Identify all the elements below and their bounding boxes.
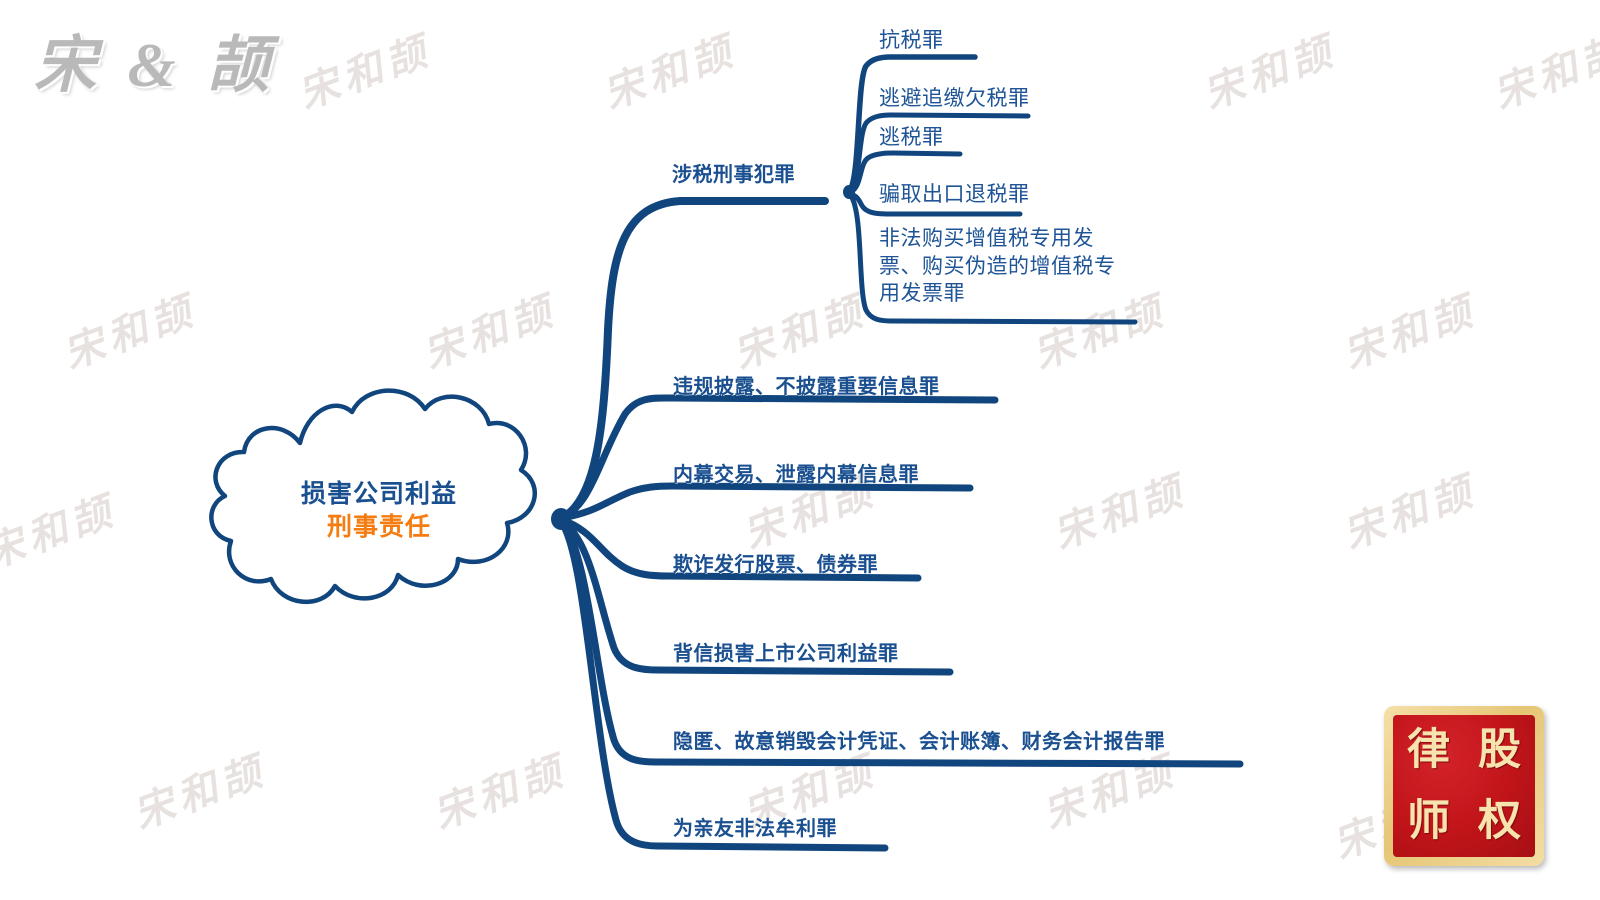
leaf-label-tax-resistance[interactable]: 抗税罪 [879, 29, 944, 52]
branch-label-illegal-profit-relatives[interactable]: 为亲友非法牟利罪 [673, 818, 837, 840]
sub-branch-strokes [847, 54, 1138, 325]
branch-stroke-breach-of-trust [558, 517, 954, 676]
branch-label-conceal-destroy-accounting[interactable]: 隐匿、故意销毁会计凭证、会计账簿、财务会计报告罪 [673, 731, 1165, 753]
leaf-label-tax-evasion[interactable]: 逃税罪 [879, 126, 944, 149]
firm-logo: 宋 & 颉 [34, 32, 278, 100]
leaf-label-evade-recovery[interactable]: 逃避追缴欠税罪 [879, 87, 1030, 110]
sub-branch-hub [843, 185, 855, 199]
central-node-line-2: 刑事责任 [326, 513, 431, 541]
sub-branch-stroke-tax-evasion [847, 150, 963, 195]
branch-stroke-fraudulent-issuance [558, 516, 922, 582]
leaf-label-export-rebate-fraud[interactable]: 骗取出口退税罪 [879, 183, 1030, 206]
branch-stroke-conceal-destroy-accounting [558, 518, 1244, 768]
seal-char-3: 师 [1407, 798, 1450, 845]
central-node-line-1: 损害公司利益 [300, 480, 457, 508]
law-firm-seal: 律 股 师 权 [1384, 706, 1544, 866]
sub-branch-stroke-export-rebate-fraud [848, 191, 1023, 217]
branch-label-illegal-disclosure[interactable]: 违规披露、不披露重要信息罪 [673, 376, 940, 398]
sub-branch-stroke-evade-recovery [847, 112, 1031, 194]
seal-inner-plate: 律 股 师 权 [1393, 715, 1535, 857]
branch-stroke-illegal-profit-relatives [558, 519, 889, 852]
main-branch-strokes [558, 197, 1244, 852]
branch-label-breach-of-trust[interactable]: 背信损害上市公司利益罪 [673, 643, 899, 665]
branch-label-fraudulent-issuance[interactable]: 欺诈发行股票、债券罪 [673, 554, 878, 576]
branch-stroke-insider-trading [558, 482, 974, 522]
seal-char-1: 律 [1407, 727, 1450, 774]
leaf-label-illegal-vat-invoice[interactable]: 非法购买增值税专用发票、购买伪造的增值税专用发票罪 [879, 227, 1116, 306]
sub-branch-stroke-illegal-vat-invoice [848, 193, 1138, 325]
branch-hub [551, 508, 571, 530]
central-node[interactable]: 损害公司利益 刑事责任 [250, 478, 508, 544]
branch-label-tax-crimes[interactable]: 涉税刑事犯罪 [672, 164, 795, 186]
branch-label-insider-trading[interactable]: 内幕交易、泄露内幕信息罪 [673, 464, 919, 486]
sub-branch-stroke-tax-resistance [847, 54, 978, 193]
seal-char-4: 权 [1478, 798, 1521, 845]
branch-stroke-illegal-disclosure [558, 394, 999, 522]
central-cloud-shape [209, 388, 538, 604]
seal-char-2: 股 [1478, 727, 1521, 774]
